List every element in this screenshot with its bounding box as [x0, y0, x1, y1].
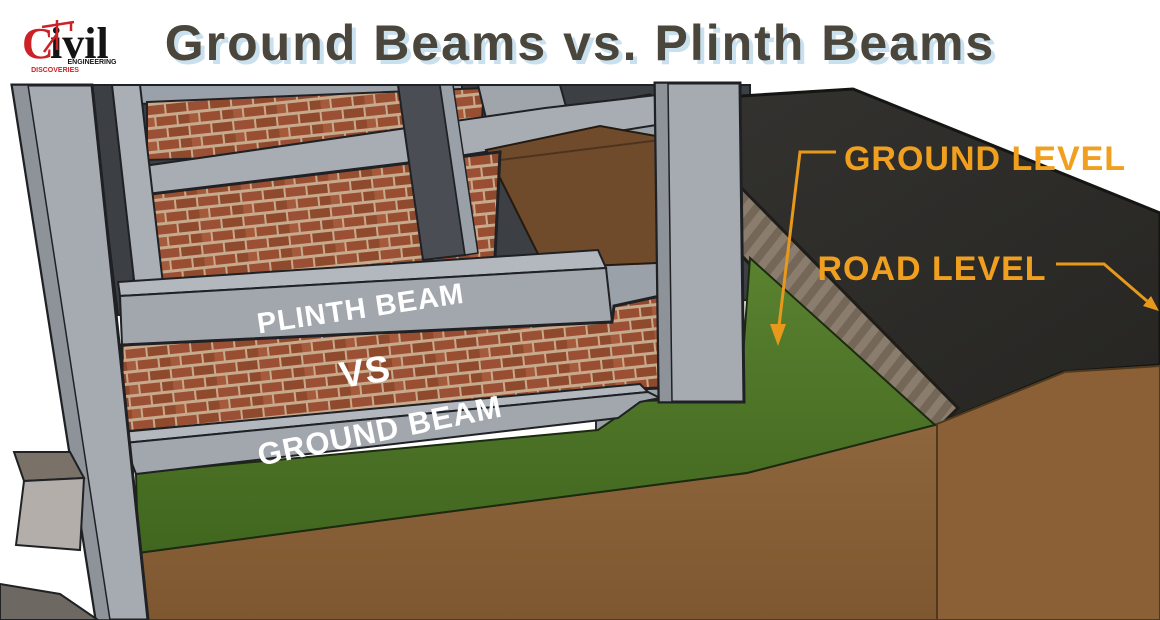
title-block: Ground Beams vs. Plinth Beams Ground Bea… — [165, 15, 999, 75]
road-level-arrowhead — [1143, 296, 1159, 311]
road-level-annotation: ROAD LEVEL — [817, 250, 1159, 311]
ground-level-leader-line — [777, 150, 836, 327]
soil-corner-face — [936, 364, 1160, 620]
corner-column-left-shade — [11, 84, 111, 620]
frame-column-middle-highlight — [439, 84, 479, 256]
logo-letters-ivil: ivil — [50, 19, 109, 68]
page-title-shadow: Ground Beams vs. Plinth Beams — [169, 19, 999, 75]
logo-engineering-text: ENGINEERING — [67, 59, 117, 66]
page-title: Ground Beams vs. Plinth Beams — [165, 15, 995, 71]
ground-level-arrowhead — [770, 324, 786, 346]
vs-label: VS — [336, 347, 393, 396]
grass-ground-level — [134, 255, 938, 555]
wood-grain-line — [499, 139, 661, 161]
ground-level-label: GROUND LEVEL — [844, 140, 1126, 178]
logo-discoveries-text: DISCOVERIES — [31, 67, 79, 74]
road-level-leader-line — [1056, 262, 1148, 303]
brand-logo: C ivil ENGINEERING DISCOVERIES — [22, 19, 117, 74]
corner-column-right-shade — [654, 82, 673, 403]
footing-stub-front — [14, 476, 86, 552]
ground-level-annotation: GROUND LEVEL — [770, 140, 1126, 346]
road-level-label: ROAD LEVEL — [817, 250, 1046, 288]
logo-crane-icon — [41, 20, 75, 53]
base-block-bottom-left — [0, 582, 100, 620]
ground-beam-front-face — [122, 390, 664, 476]
